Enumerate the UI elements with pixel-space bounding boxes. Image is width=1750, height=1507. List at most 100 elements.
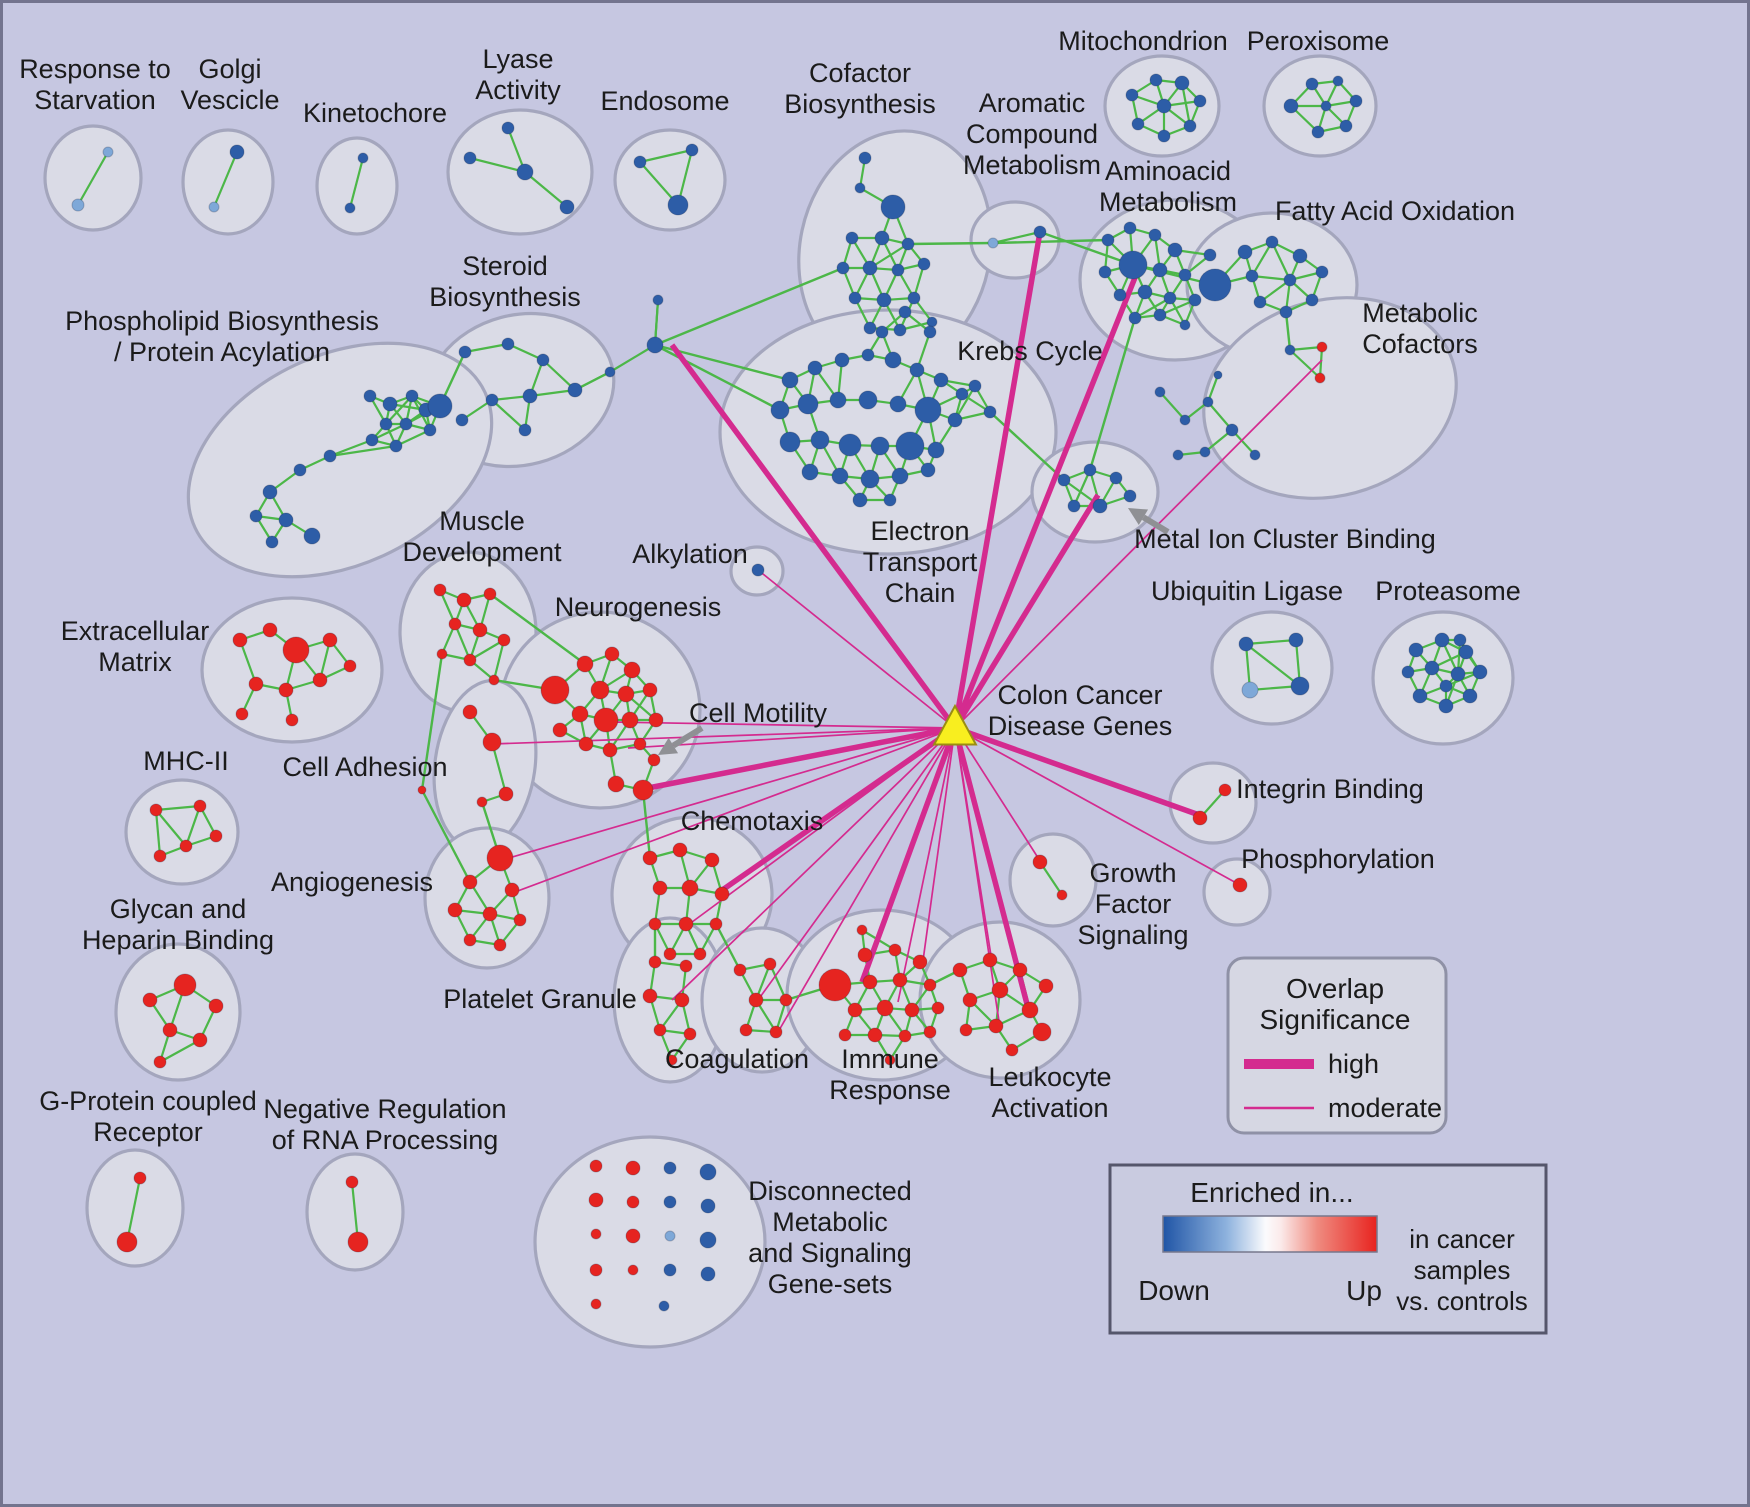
gene-set-node xyxy=(763,957,777,971)
gene-set-node xyxy=(683,1027,697,1041)
gene-set-node xyxy=(667,194,689,216)
overlap-edge xyxy=(212,151,239,208)
overlap-edge xyxy=(1318,346,1324,379)
gene-set-node xyxy=(927,441,945,459)
cluster-bubble-leukocyte-activation xyxy=(918,920,1082,1080)
gene-set-node xyxy=(779,431,801,453)
overlap-edge xyxy=(907,241,994,246)
gene-set-node xyxy=(282,636,310,664)
gene-set-node xyxy=(540,675,570,705)
cluster-label-neurogenesis: Neurogenesis xyxy=(555,592,722,622)
gene-set-node xyxy=(357,152,369,164)
annotation-arrow xyxy=(671,725,704,749)
disease-edge-moderate xyxy=(777,727,956,1033)
gene-set-node xyxy=(648,917,662,931)
gene-set-node xyxy=(149,803,163,817)
gene-set-node xyxy=(102,146,114,158)
cluster-label-cell-adhesion: Cell Adhesion xyxy=(282,752,447,782)
gene-set-node xyxy=(923,978,937,992)
gene-set-node xyxy=(1153,308,1167,322)
cluster-label-endosome: Endosome xyxy=(600,86,729,116)
gene-set-node xyxy=(1157,129,1171,143)
gene-set-node xyxy=(704,852,720,868)
gene-set-node xyxy=(389,439,403,453)
gene-set-node xyxy=(193,799,207,813)
gene-set-node xyxy=(1245,269,1259,283)
disease-edge-moderate xyxy=(897,727,956,1003)
cluster-bubble-proteasome xyxy=(1371,610,1515,746)
gene-set-node xyxy=(343,659,357,673)
gene-set-node xyxy=(664,1230,676,1242)
gene-set-node xyxy=(552,722,568,738)
disease-edge-moderate xyxy=(757,569,956,729)
gene-set-node xyxy=(365,433,379,447)
gene-set-node xyxy=(625,1160,641,1176)
cluster-label-platelet-granule: Platelet Granule xyxy=(443,984,637,1014)
gene-set-node xyxy=(648,712,664,728)
gene-set-node xyxy=(685,143,699,157)
overlap-edge xyxy=(489,593,586,665)
gene-set-node xyxy=(907,291,921,305)
gene-set-node xyxy=(1218,783,1232,797)
gene-set-node xyxy=(1225,423,1239,437)
gene-set-node xyxy=(1118,250,1148,280)
annotation-arrowhead xyxy=(1128,508,1149,525)
gene-set-node xyxy=(1315,265,1329,279)
gene-set-node xyxy=(590,680,610,700)
overlap-edge xyxy=(1159,298,1196,317)
overlap-edge xyxy=(542,359,576,391)
gene-set-node xyxy=(854,182,866,194)
gene-set-node xyxy=(278,682,294,698)
disease-edge-moderate xyxy=(954,727,1241,886)
gene-set-node xyxy=(847,1002,863,1018)
overlap-edge xyxy=(529,388,576,398)
gene-set-node xyxy=(1123,221,1137,235)
gene-set-node xyxy=(947,412,963,428)
gene-set-node xyxy=(1005,1043,1019,1057)
gene-set-node xyxy=(229,144,245,160)
overlap-edge xyxy=(1134,297,1171,319)
gene-set-node xyxy=(462,874,478,890)
gene-set-node xyxy=(733,963,747,977)
cluster-bubble-ubiquitin-ligase xyxy=(1210,610,1334,726)
overlap-edge xyxy=(1245,643,1301,687)
gene-set-node xyxy=(209,829,223,843)
overlap-edge xyxy=(1271,241,1291,281)
gene-set-node xyxy=(179,839,193,853)
disease-edge-moderate xyxy=(687,727,956,926)
gene-set-node xyxy=(232,632,248,648)
cluster-bubble-glycan-heparin-binding xyxy=(114,942,242,1082)
gene-set-node xyxy=(116,1231,138,1253)
gene-set-node xyxy=(589,1263,603,1277)
gene-set-node xyxy=(323,449,337,463)
gene-set-node xyxy=(133,1171,147,1185)
gene-set-node xyxy=(1462,688,1478,704)
disease-edge-moderate xyxy=(954,727,1001,1029)
gene-set-node xyxy=(751,563,765,577)
gene-set-node xyxy=(607,775,625,793)
cluster-label-kinetochore: Kinetochore xyxy=(303,98,447,128)
gene-set-node xyxy=(463,653,477,667)
gene-set-node xyxy=(1098,265,1112,279)
gene-set-node xyxy=(1188,293,1202,307)
gene-set-node xyxy=(447,902,463,918)
gene-set-node xyxy=(571,705,589,723)
gene-set-node xyxy=(1472,664,1488,680)
gene-set-node xyxy=(801,463,819,481)
gene-set-node xyxy=(399,417,413,431)
gene-set-node xyxy=(589,1159,603,1173)
gene-set-node xyxy=(653,1023,667,1037)
gene-set-node xyxy=(621,711,639,729)
gene-set-node xyxy=(576,655,594,673)
gene-set-node xyxy=(663,1161,677,1175)
gene-set-node xyxy=(1238,636,1254,652)
overlap-edge xyxy=(1259,279,1291,303)
gene-set-node xyxy=(436,648,448,660)
gene-set-node xyxy=(142,992,158,1008)
